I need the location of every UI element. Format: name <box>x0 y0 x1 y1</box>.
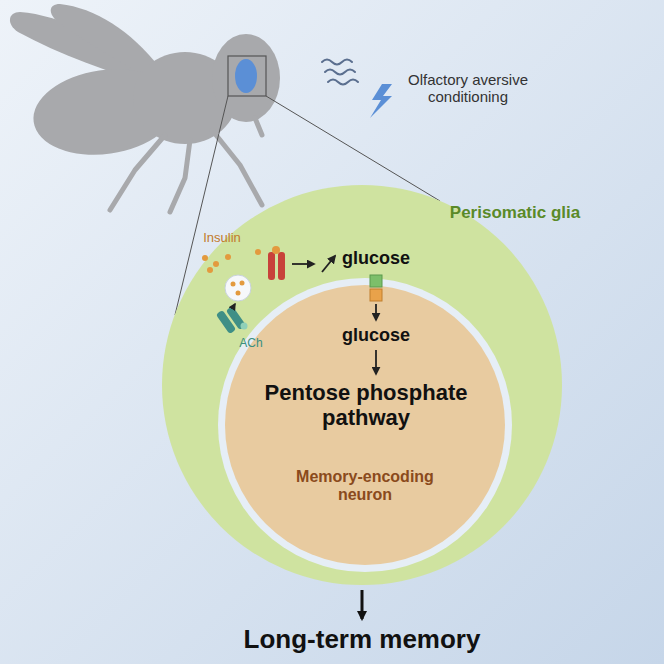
insulin-dot <box>255 249 261 255</box>
receptor-subunit <box>216 310 236 334</box>
fly-brain <box>235 59 257 93</box>
insulin-dot <box>231 282 236 287</box>
stimulus-label: Olfactory aversive conditioning <box>393 71 543 106</box>
receptor-subunit <box>278 252 285 280</box>
signal-arrow <box>292 263 314 265</box>
molecule-label: ACh <box>231 337 271 351</box>
insulin-receptor <box>268 246 285 280</box>
insulin-dot <box>272 246 280 254</box>
fly-legs <box>110 118 262 212</box>
fly-proboscis <box>255 118 262 135</box>
odor-wave <box>322 60 352 65</box>
cell-body <box>225 285 505 565</box>
glial-transporter <box>370 275 382 287</box>
odor-wave <box>325 70 355 75</box>
molecule-label: Insulin <box>187 231 257 246</box>
fly-silhouette <box>10 4 280 212</box>
outcome-label: Long-term memory <box>202 625 522 655</box>
zoom-box <box>228 56 266 96</box>
uptake-arrow <box>375 304 377 320</box>
node-title: Perisomatic glia <box>435 203 595 223</box>
fly-head <box>212 34 280 122</box>
insulin-dot <box>207 267 213 273</box>
neuronal-transporter <box>370 289 382 301</box>
cell-body <box>162 185 562 585</box>
insulin-dot <box>225 254 231 260</box>
insulin-dot <box>236 291 241 296</box>
neuron-circle: Memory-encoding neuron <box>218 278 512 572</box>
increase-arrow <box>322 256 335 272</box>
pathway-label: Pentose phosphate pathway <box>259 380 474 431</box>
insulin-dot <box>213 261 219 267</box>
insulin-dot <box>240 281 245 286</box>
outcome-arrow <box>361 590 364 619</box>
vesicle-dots <box>231 281 245 296</box>
ach-dot <box>241 323 248 330</box>
glia-circle: Perisomatic gliaMemory-encoding neuron <box>162 185 562 585</box>
odor-wave <box>328 80 358 85</box>
fly-leg <box>212 130 262 205</box>
ach-receptor <box>216 306 248 334</box>
fly-leg <box>170 140 190 212</box>
pathway-arrow <box>375 350 377 374</box>
node-title: Memory-encoding neuron <box>290 468 440 505</box>
odor-waves <box>322 60 358 85</box>
cell-body <box>218 278 512 572</box>
fly-leg <box>110 135 165 210</box>
release-arrow <box>232 304 235 309</box>
shock-bolt <box>370 84 392 118</box>
insulin-dots <box>202 249 261 273</box>
vesicle <box>225 275 251 301</box>
receptor-subunit <box>226 306 246 330</box>
metabolite-label: glucose <box>331 325 421 346</box>
receptor-subunit <box>268 252 275 280</box>
insulin-dot <box>202 255 208 261</box>
node-outline <box>218 278 512 572</box>
metabolite-label: glucose <box>331 248 421 269</box>
